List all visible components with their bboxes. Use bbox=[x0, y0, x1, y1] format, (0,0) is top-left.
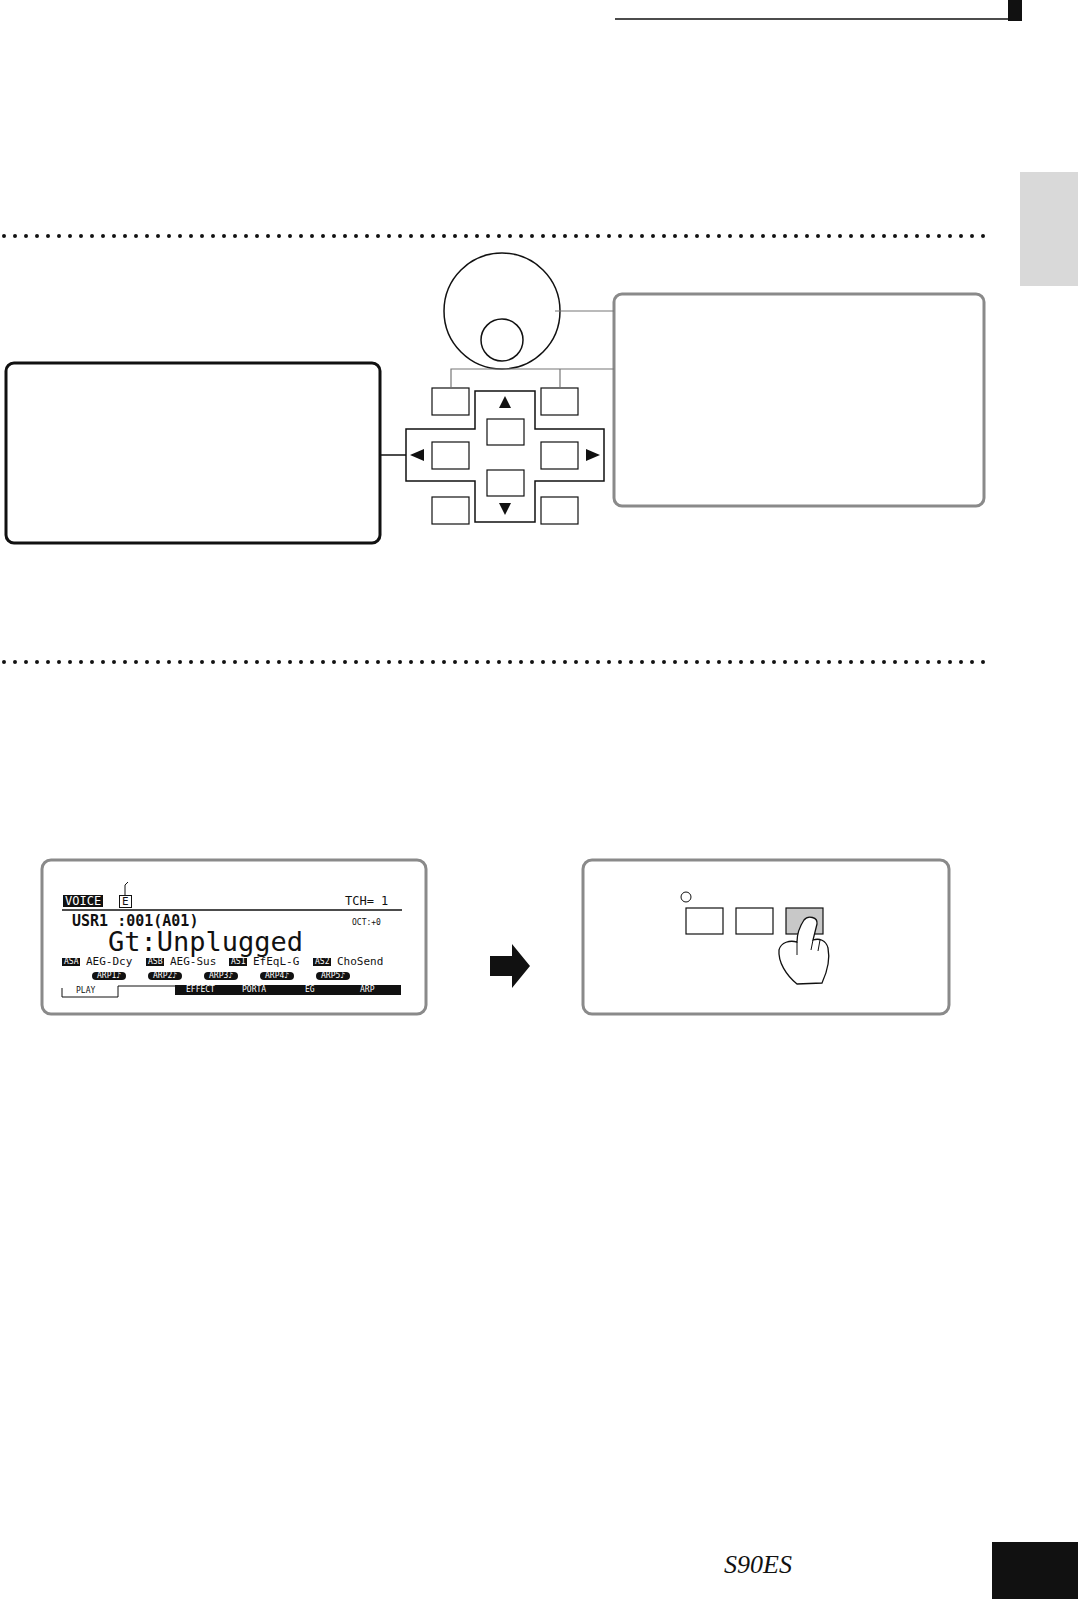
page-number-block bbox=[992, 1542, 1078, 1599]
lcd-rule bbox=[62, 909, 402, 911]
lcd-voice-name: Gt:Unplugged bbox=[108, 928, 303, 955]
lcd-edit-flag: E bbox=[119, 895, 132, 908]
lcd-text: AEG-Sus bbox=[170, 956, 216, 967]
data-dial bbox=[444, 253, 560, 369]
lcd-knob-tag: ASB bbox=[146, 958, 164, 966]
lcd-tab: PLAY bbox=[76, 987, 95, 995]
lcd-arp-button: ARP3♪ bbox=[204, 972, 238, 980]
lcd-voice-number: USR1 :001(A01) bbox=[72, 914, 198, 929]
lcd-frame bbox=[42, 860, 426, 1014]
header-rule bbox=[615, 18, 1008, 20]
leader-line bbox=[451, 369, 614, 387]
lcd-text: OCT:+0 bbox=[352, 919, 381, 927]
lcd-tab: EFFECT bbox=[184, 986, 217, 994]
lcd-knob-tag: AS1 bbox=[229, 958, 247, 966]
lcd-tab: EG bbox=[303, 986, 317, 994]
chapter-tab bbox=[1020, 172, 1078, 286]
leader-line bbox=[380, 454, 406, 456]
lcd-knob-tag: AS2 bbox=[313, 958, 331, 966]
leader-line bbox=[125, 882, 128, 885]
lcd-tab: PORTA bbox=[240, 986, 268, 994]
callout-box bbox=[614, 294, 984, 506]
panel-button bbox=[686, 908, 723, 934]
lcd-arp-button: ARP5♪ bbox=[316, 972, 350, 980]
callout-box bbox=[6, 363, 380, 543]
lcd-text: EfEqL-G bbox=[253, 956, 299, 967]
button-frame bbox=[583, 860, 949, 1014]
lcd-mode: VOICE bbox=[63, 895, 103, 907]
lcd-arp-button: ARP1♪ bbox=[92, 972, 126, 980]
tab-outline bbox=[62, 986, 175, 997]
tab-bar bbox=[175, 985, 401, 995]
panel-buttons bbox=[432, 388, 578, 524]
header-mark bbox=[1008, 0, 1022, 21]
lcd-text: AEG-Dcy bbox=[86, 956, 132, 967]
leader-line bbox=[559, 369, 560, 387]
hand-icon bbox=[779, 917, 829, 984]
lcd-text: TCH= 1 bbox=[345, 895, 388, 907]
panel-button bbox=[736, 908, 773, 934]
dial-knob bbox=[481, 319, 523, 361]
dotted-rule bbox=[4, 660, 990, 664]
dotted-rule bbox=[4, 234, 990, 238]
lcd-text: ChoSend bbox=[337, 956, 383, 967]
lcd-knob-tag: ASA bbox=[62, 958, 80, 966]
lcd-tab: ARP bbox=[358, 986, 376, 994]
hand-icon bbox=[797, 940, 820, 955]
lcd-arp-button: ARP4♪ bbox=[260, 972, 294, 980]
leader-line bbox=[125, 885, 126, 895]
led bbox=[681, 892, 691, 902]
cursor-arrows bbox=[410, 396, 600, 515]
product-logo: S90ES bbox=[724, 1552, 792, 1578]
lcd-arp-button: ARP2♪ bbox=[148, 972, 182, 980]
leader-line bbox=[555, 310, 614, 311]
step-arrow bbox=[490, 944, 530, 988]
